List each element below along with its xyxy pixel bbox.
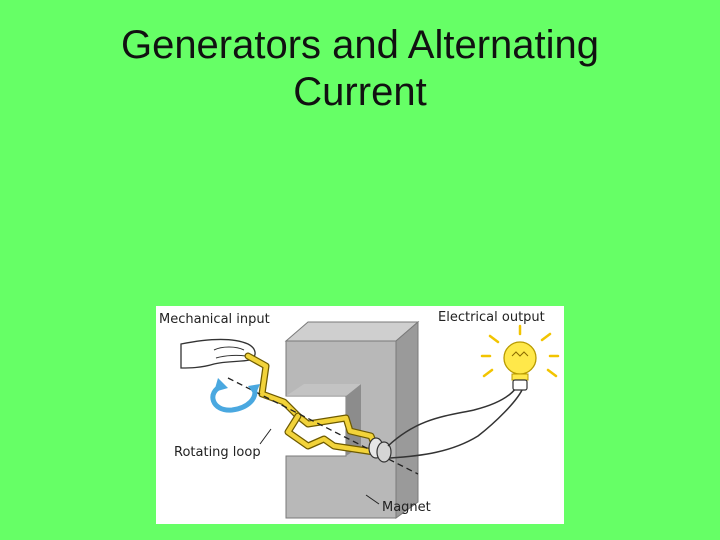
- generator-diagram: Mechanical input Electrical output Rotat…: [156, 306, 564, 524]
- label-rotating-loop: Rotating loop: [174, 445, 261, 460]
- hand-shape: [180, 338, 256, 369]
- generator-illustration: [180, 320, 560, 519]
- label-mechanical-input: Mechanical input: [159, 312, 270, 327]
- label-electrical-output: Electrical output: [438, 310, 545, 325]
- magnet-shape: [284, 320, 420, 519]
- title-line-2: Current: [293, 70, 427, 114]
- light-bulb: [480, 324, 560, 391]
- slip-rings: [368, 437, 392, 463]
- label-magnet: Magnet: [382, 500, 431, 515]
- title-line-1: Generators and Alternating: [120, 23, 600, 67]
- magnet-pointer: [365, 494, 380, 505]
- rotation-arrow: [210, 378, 260, 413]
- rotating-loop-pointer: [259, 428, 272, 445]
- output-wires: [387, 387, 523, 459]
- slide-title: Generators and Alternating Current: [0, 22, 720, 116]
- rotating-loop-wire: [244, 352, 382, 458]
- rotation-axis: [227, 377, 419, 475]
